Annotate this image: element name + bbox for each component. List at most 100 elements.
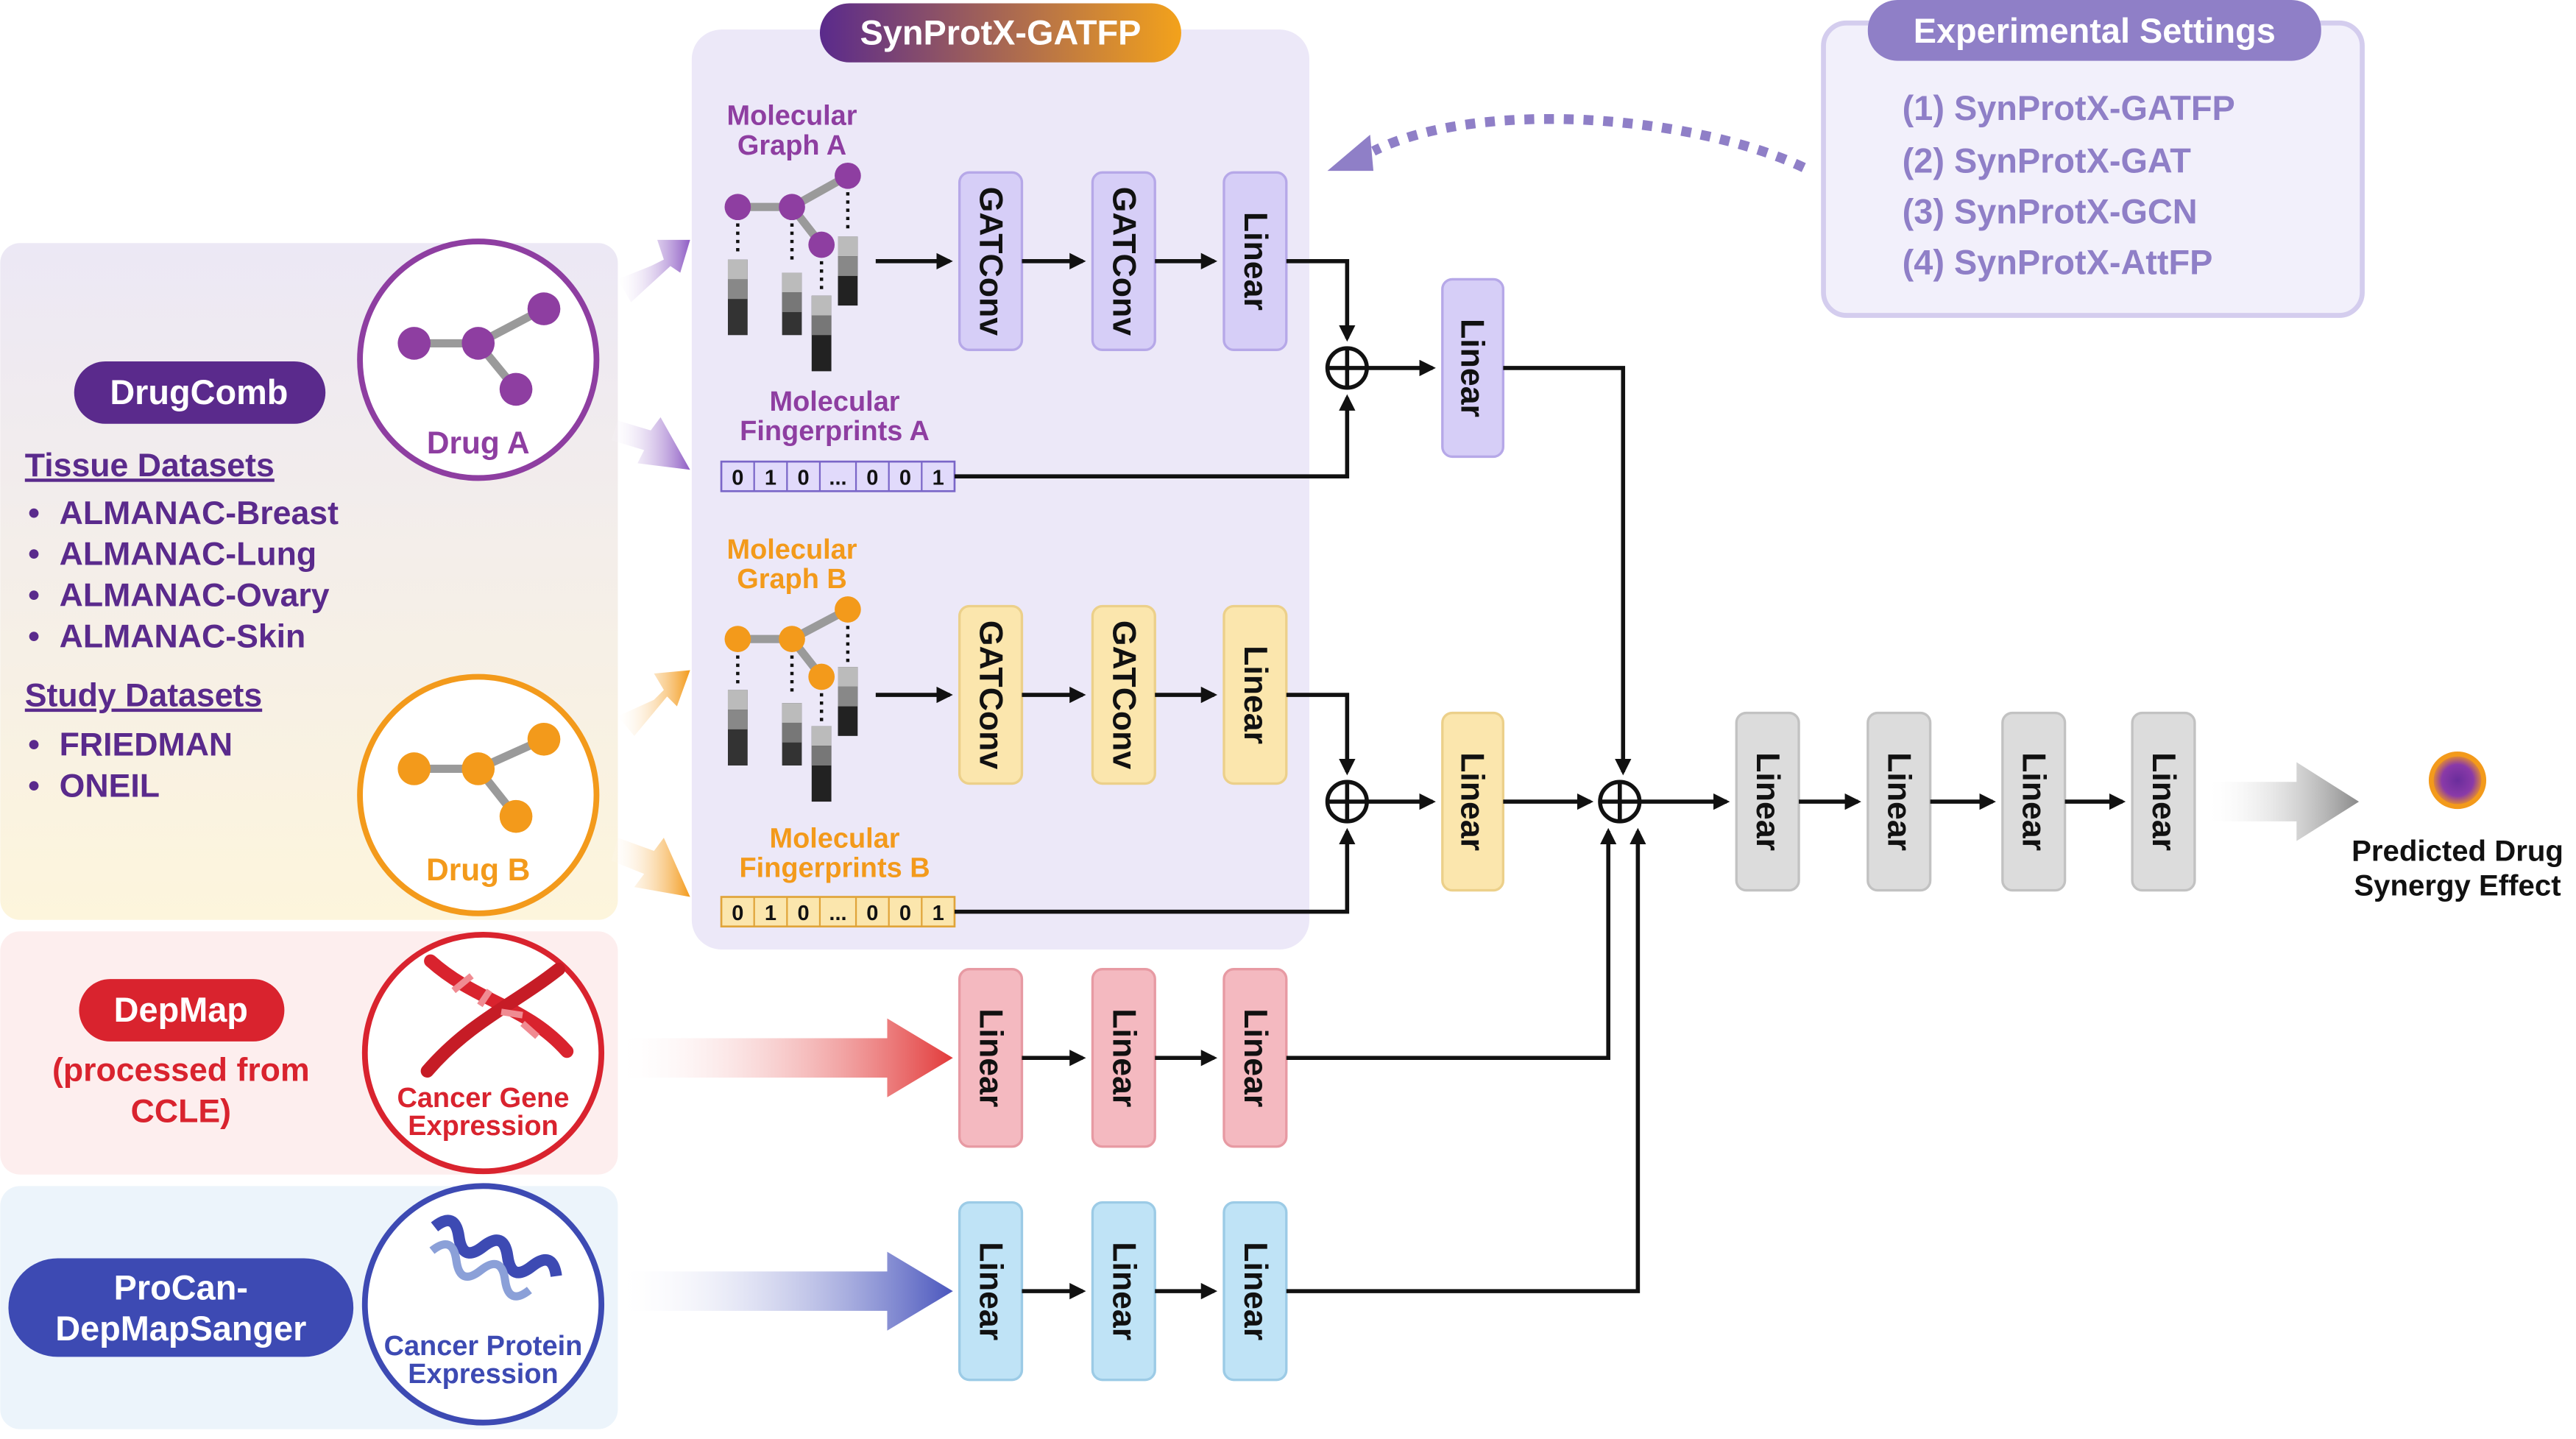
- linear-final-3-label: Linear: [2016, 752, 2052, 851]
- experimental-settings-title: Experimental Settings: [1914, 12, 2276, 50]
- linear-b-graph-label: Linear: [1237, 646, 1273, 744]
- drug-a-molecule-icon: [397, 292, 561, 406]
- cancer-gene-label-line1: Cancer Gene: [397, 1083, 569, 1114]
- molecular-fingerprints-b-label-line2: Fingerprints B: [739, 853, 930, 884]
- list-item: ALMANAC-Lung: [60, 537, 316, 573]
- linear-b-fusion-label: Linear: [1454, 752, 1490, 851]
- drug-a-graph-arrow: [618, 239, 690, 303]
- list-item: ALMANAC-Breast: [60, 495, 339, 531]
- model-title-badge: [819, 3, 1181, 63]
- molecular-graph-b-icon: [724, 596, 861, 802]
- setting-item: (1) SynProtX-GATFP: [1903, 89, 2235, 127]
- predicted-output-label-line1: Predicted Drug: [2352, 834, 2563, 867]
- concat-a-icon: [1325, 346, 1369, 390]
- linear-final-2-label: Linear: [1881, 752, 1917, 851]
- drugcomb-badge-label: DrugComb: [110, 373, 288, 411]
- fingerprint-b-vector: 0 1 0 ... 0 0 1: [720, 896, 956, 928]
- cancer-protein-circle: [361, 1183, 605, 1426]
- gatconv-a2-label: GATConv: [1105, 187, 1142, 336]
- final-concat-icon: [1598, 779, 1642, 824]
- study-datasets-list: • FRIEDMAN • ONEIL: [28, 727, 233, 805]
- drug-a-label: Drug A: [427, 425, 530, 460]
- dna-icon: [420, 954, 574, 1078]
- list-bullet: •: [28, 727, 40, 763]
- concat-b-icon: [1325, 779, 1369, 824]
- setting-item: (2) SynProtX-GAT: [1903, 141, 2192, 180]
- fingerprint-cell: 1: [765, 466, 776, 489]
- protein-helix-icon: [429, 1215, 562, 1301]
- depmap-badge-label: DepMap: [114, 991, 248, 1029]
- molecular-fingerprints-a-label-line2: Fingerprints A: [740, 416, 930, 447]
- linear-final-4-label: Linear: [2145, 752, 2182, 851]
- study-datasets-heading: Study Datasets: [25, 678, 262, 714]
- drugcomb-badge: [74, 361, 326, 424]
- list-item: ALMANAC-Skin: [60, 618, 306, 654]
- gatconv-b2-label: GATConv: [1105, 620, 1142, 770]
- list-bullet: •: [28, 495, 40, 531]
- linear-a-fusion-label: Linear: [1454, 319, 1490, 417]
- setting-item: (4) SynProtX-AttFP: [1903, 244, 2213, 282]
- list-item: ALMANAC-Ovary: [60, 578, 330, 614]
- fingerprint-cell: 1: [933, 466, 944, 489]
- molecular-graph-a-label-line1: Molecular: [727, 101, 857, 132]
- linear-a-graph-label: Linear: [1237, 212, 1273, 311]
- linear-protein-1-label: Linear: [973, 1242, 1009, 1340]
- linear-gene-2-label: Linear: [1105, 1008, 1142, 1107]
- drug-b-fingerprint-arrow: [611, 838, 690, 897]
- molecular-graph-b-label-line1: Molecular: [727, 534, 857, 565]
- tissue-datasets-heading: Tissue Datasets: [25, 448, 275, 484]
- drug-a-fingerprint-arrow: [611, 417, 690, 470]
- experimental-settings-badge: [1867, 0, 2321, 61]
- tissue-datasets-list: • ALMANAC-Breast • ALMANAC-Lung • ALMANA…: [28, 495, 339, 654]
- linear-gene-1-label: Linear: [973, 1008, 1009, 1107]
- molecular-graph-a-label-line2: Graph A: [737, 130, 846, 161]
- gatconv-b1-label: GATConv: [973, 620, 1009, 770]
- procan-badge: [8, 1258, 354, 1357]
- depmap-note-line2: CCLE): [131, 1093, 231, 1129]
- prediction-output-icon: [2428, 752, 2487, 810]
- fingerprint-cell: 0: [866, 466, 878, 489]
- linear-final-4-layer: [2131, 711, 2196, 892]
- fingerprint-a-vector: 0 1 0 ... 0 0 1: [720, 460, 956, 492]
- list-item: FRIEDMAN: [60, 727, 233, 763]
- gatconv-a1-label: GATConv: [973, 187, 1009, 336]
- cancer-protein-label-line2: Expression: [408, 1359, 558, 1390]
- fingerprint-cell: ...: [829, 902, 846, 925]
- drug-b-label: Drug B: [426, 852, 530, 887]
- procan-badge-line2: DepMapSanger: [55, 1309, 306, 1348]
- fingerprint-cell: 0: [899, 902, 911, 925]
- list-item: ONEIL: [60, 768, 160, 804]
- linear-final-1-label: Linear: [1749, 752, 1786, 851]
- fingerprint-cell: 1: [933, 902, 944, 925]
- list-bullet: •: [28, 768, 40, 804]
- linear-protein-2-label: Linear: [1105, 1242, 1142, 1340]
- molecular-graph-a-icon: [724, 162, 861, 372]
- settings-dashed-arrow: [1327, 113, 1806, 172]
- depmap-badge: [79, 979, 285, 1042]
- molecular-graph-b-label-line2: Graph B: [737, 564, 847, 595]
- molecular-fingerprints-a-label-line1: Molecular: [770, 386, 900, 417]
- fingerprint-cell: 0: [866, 902, 878, 925]
- drug-b-molecule-icon: [397, 722, 561, 833]
- linear-protein-3-label: Linear: [1237, 1242, 1273, 1340]
- linear-gene-3-label: Linear: [1237, 1008, 1273, 1107]
- cancer-protein-label-line1: Cancer Protein: [384, 1331, 583, 1362]
- fingerprint-cell: 1: [765, 902, 776, 925]
- model-title: SynProtX-GATFP: [860, 13, 1142, 52]
- setting-item: (3) SynProtX-GCN: [1903, 193, 2198, 231]
- output-arrow: [2209, 762, 2360, 841]
- list-bullet: •: [28, 578, 40, 614]
- depmap-note-line1: (processed from: [52, 1052, 310, 1088]
- list-bullet: •: [28, 537, 40, 573]
- fingerprint-cell: 0: [732, 466, 743, 489]
- protein-expression-input-arrow: [624, 1251, 953, 1331]
- predicted-output-label-line2: Synergy Effect: [2354, 869, 2561, 902]
- gene-expression-input-arrow: [624, 1018, 953, 1097]
- cancer-gene-circle: [361, 931, 605, 1175]
- molecular-fingerprints-b-label-line1: Molecular: [770, 824, 900, 855]
- fingerprint-cell: 0: [899, 466, 911, 489]
- list-bullet: •: [28, 618, 40, 654]
- cancer-gene-label-line2: Expression: [408, 1111, 558, 1142]
- drug-b-graph-arrow: [618, 670, 690, 736]
- fingerprint-cell: 0: [798, 466, 810, 489]
